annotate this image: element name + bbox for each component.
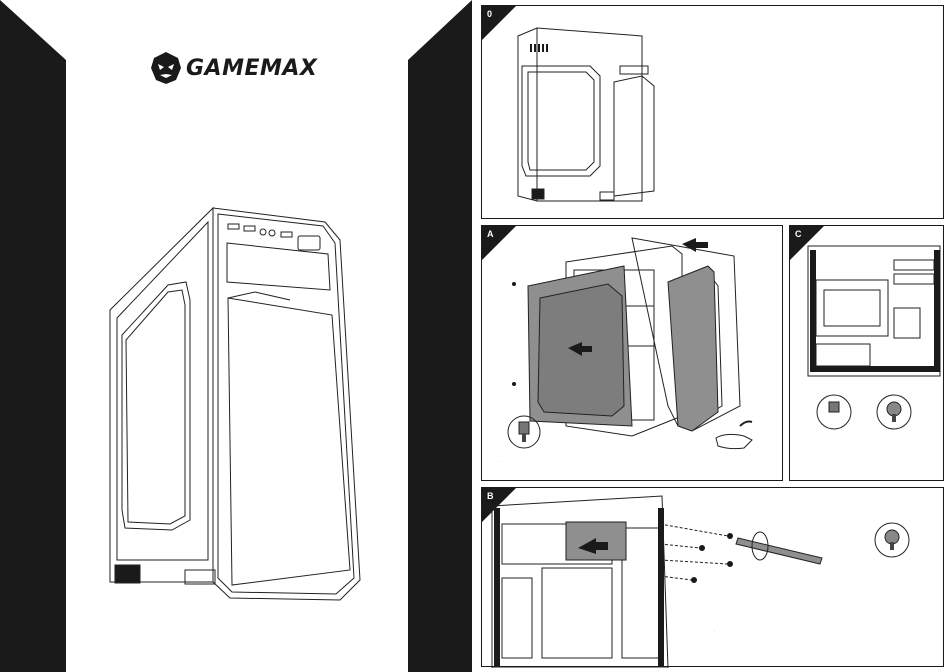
interior-view-diagram — [790, 226, 945, 482]
cover-right-band — [408, 0, 472, 672]
panel-B: B — [481, 487, 944, 667]
case-front-view — [482, 6, 945, 220]
hand-icon — [716, 434, 752, 448]
panel-A: A . — [481, 225, 783, 481]
screwdriver-icon — [736, 538, 822, 564]
panel-0: 0 — [481, 5, 944, 219]
side-panel-removal-diagram — [482, 226, 784, 482]
cover-case-illustration — [110, 208, 360, 600]
brand-name: GAMEMAX — [186, 56, 317, 81]
cover-left-band — [0, 0, 66, 672]
panther-head-icon — [148, 50, 184, 86]
psu-install-diagram — [482, 488, 945, 668]
arrow-left-icon — [682, 238, 708, 252]
panel-C: C — [789, 225, 944, 481]
